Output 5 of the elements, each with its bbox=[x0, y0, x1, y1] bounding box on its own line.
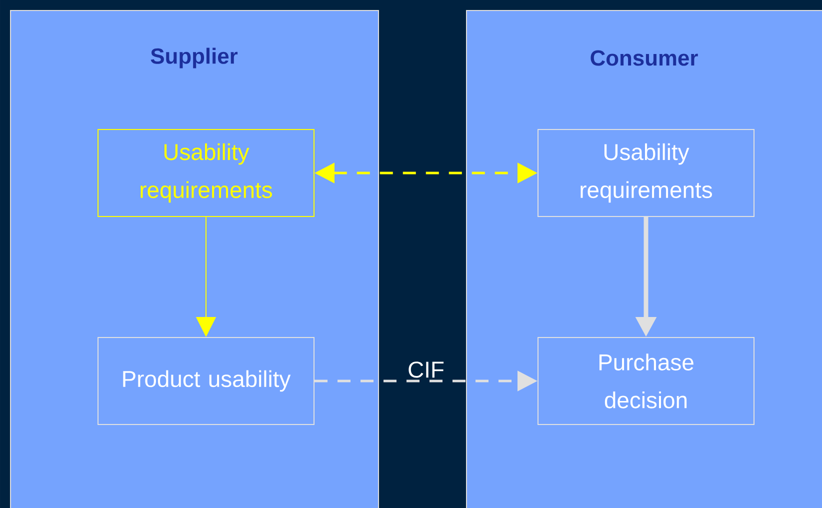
process-box: Purchase decision bbox=[538, 337, 754, 425]
process-box: Usability requirements bbox=[98, 129, 314, 217]
edge-label: CIF bbox=[408, 362, 444, 378]
process-box: Usability requirements bbox=[538, 129, 754, 217]
process-box: Product usability bbox=[98, 337, 314, 425]
